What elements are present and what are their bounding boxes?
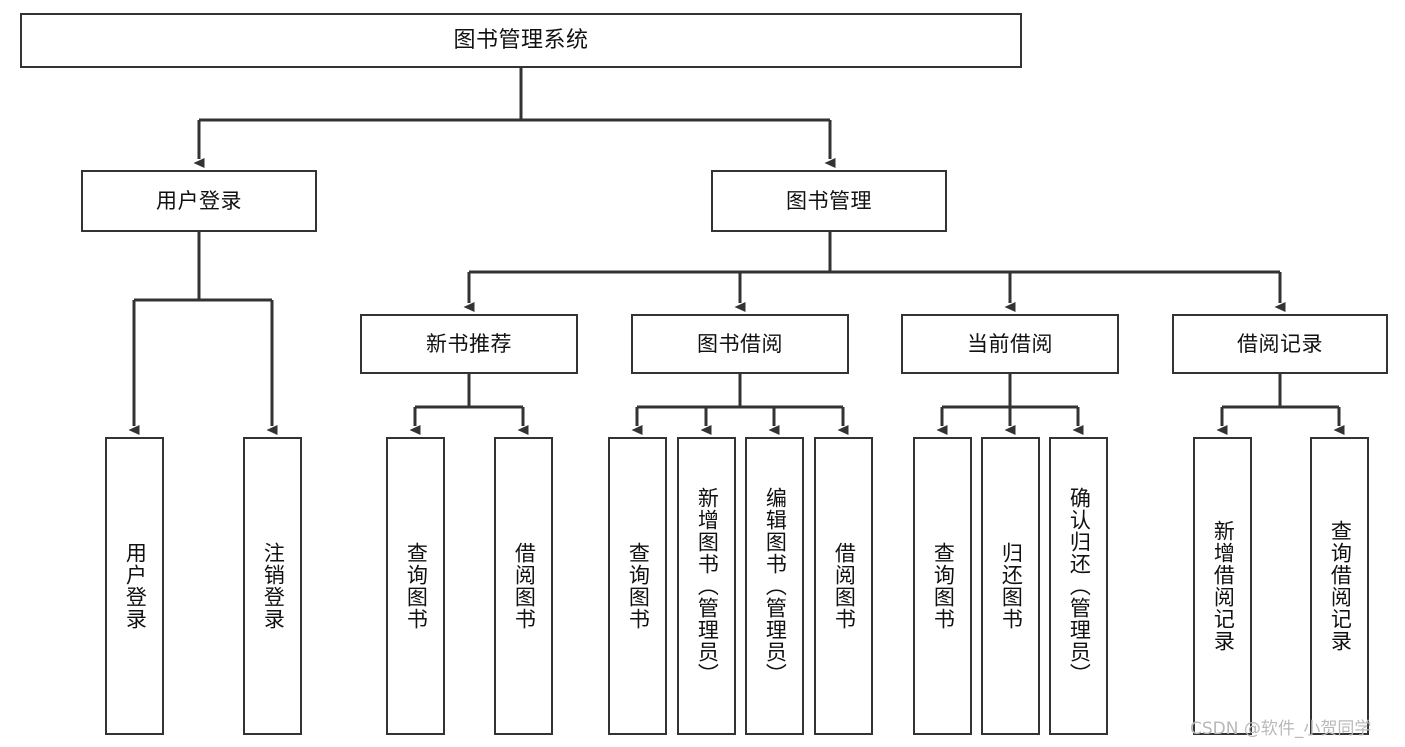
node-leaf-edit-book-label: 编辑图书（管理员） <box>763 487 788 685</box>
node-current-borrow[interactable]: 当前借阅 <box>901 314 1119 374</box>
node-leaf-query-book-2[interactable]: 查询图书 <box>608 437 667 735</box>
node-leaf-query-book-3[interactable]: 查询图书 <box>913 437 972 735</box>
node-leaf-return-book-label: 归还图书 <box>999 542 1024 630</box>
node-leaf-query-book-3-label: 查询图书 <box>931 542 956 630</box>
node-leaf-query-record[interactable]: 查询借阅记录 <box>1310 437 1369 735</box>
node-leaf-add-record[interactable]: 新增借阅记录 <box>1193 437 1252 735</box>
node-leaf-add-book-label: 新增图书（管理员） <box>695 487 720 685</box>
node-new-book-rec-label: 新书推荐 <box>426 331 512 356</box>
node-current-borrow-label: 当前借阅 <box>967 331 1053 356</box>
node-leaf-add-record-label: 新增借阅记录 <box>1211 520 1236 652</box>
node-borrow-record-label: 借阅记录 <box>1237 331 1323 356</box>
node-borrow-record[interactable]: 借阅记录 <box>1172 314 1388 374</box>
node-root[interactable]: 图书管理系统 <box>20 13 1022 68</box>
node-leaf-query-book-1[interactable]: 查询图书 <box>386 437 445 735</box>
node-leaf-return-book[interactable]: 归还图书 <box>981 437 1040 735</box>
node-leaf-user-login[interactable]: 用户登录 <box>105 437 164 735</box>
watermark: CSDN @软件_小贺同学 <box>1190 719 1372 739</box>
node-leaf-borrow-book-2-label: 借阅图书 <box>832 542 857 630</box>
node-book-borrow-label: 图书借阅 <box>697 331 783 356</box>
node-leaf-borrow-book-1[interactable]: 借阅图书 <box>494 437 553 735</box>
node-leaf-borrow-book-2[interactable]: 借阅图书 <box>814 437 873 735</box>
node-leaf-add-book[interactable]: 新增图书（管理员） <box>677 437 736 735</box>
node-leaf-query-book-1-label: 查询图书 <box>404 542 429 630</box>
node-book-manage[interactable]: 图书管理 <box>711 170 947 232</box>
node-leaf-user-login-label: 用户登录 <box>123 542 148 630</box>
node-leaf-confirm-return[interactable]: 确认归还（管理员） <box>1049 437 1108 735</box>
node-user-login[interactable]: 用户登录 <box>81 170 317 232</box>
node-root-label: 图书管理系统 <box>453 27 589 53</box>
node-book-borrow[interactable]: 图书借阅 <box>631 314 849 374</box>
node-leaf-query-book-2-label: 查询图书 <box>626 542 651 630</box>
node-new-book-rec[interactable]: 新书推荐 <box>360 314 578 374</box>
node-leaf-logout[interactable]: 注销登录 <box>243 437 302 735</box>
node-leaf-query-record-label: 查询借阅记录 <box>1328 520 1353 652</box>
node-book-manage-label: 图书管理 <box>786 188 872 213</box>
node-leaf-edit-book[interactable]: 编辑图书（管理员） <box>745 437 804 735</box>
node-leaf-confirm-return-label: 确认归还（管理员） <box>1067 487 1092 685</box>
node-leaf-logout-label: 注销登录 <box>261 542 286 630</box>
node-leaf-borrow-book-1-label: 借阅图书 <box>512 542 537 630</box>
node-user-login-label: 用户登录 <box>156 188 242 213</box>
